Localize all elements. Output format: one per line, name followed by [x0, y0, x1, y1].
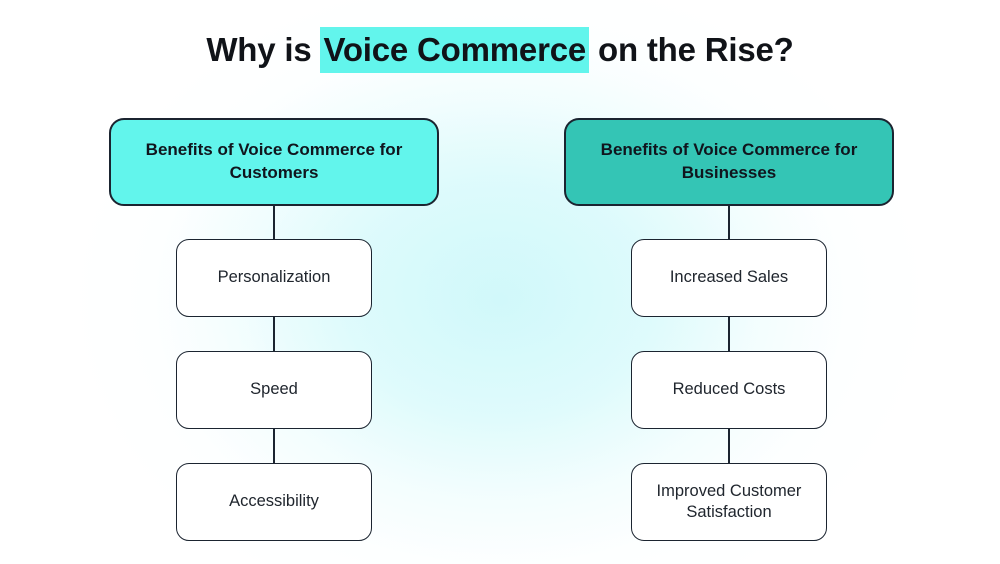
connector-customers-2 [273, 317, 275, 351]
node-speed-label: Speed [250, 380, 298, 399]
node-increased-sales[interactable]: Increased Sales [631, 239, 827, 317]
connector-customers-1 [273, 206, 275, 239]
header-node-businesses[interactable]: Benefits of Voice Commerce for Businesse… [564, 118, 894, 206]
connector-businesses-2 [728, 317, 730, 351]
node-accessibility[interactable]: Accessibility [176, 463, 372, 541]
page-title: Why is Voice Commerce on the Rise? [0, 27, 1000, 73]
branch-customers: Benefits of Voice Commerce for Customers… [109, 118, 439, 541]
connector-businesses-1 [728, 206, 730, 239]
title-text-after: on the Rise? [589, 31, 794, 68]
node-improved-customer-satisfaction-label: Improved Customer Satisfaction [656, 481, 802, 521]
node-accessibility-label: Accessibility [229, 492, 319, 511]
node-reduced-costs-label: Reduced Costs [672, 380, 786, 399]
connector-businesses-3 [728, 429, 730, 463]
node-speed[interactable]: Speed [176, 351, 372, 429]
title-highlight: Voice Commerce [320, 27, 590, 73]
node-increased-sales-label: Increased Sales [669, 268, 789, 287]
header-node-customers[interactable]: Benefits of Voice Commerce for Customers [109, 118, 439, 206]
node-reduced-costs[interactable]: Reduced Costs [631, 351, 827, 429]
node-improved-customer-satisfaction[interactable]: Improved Customer Satisfaction [631, 463, 827, 541]
title-text-before: Why is [206, 31, 321, 68]
header-node-businesses-label: Benefits of Voice Commerce for Businesse… [600, 140, 858, 182]
node-personalization-label: Personalization [217, 268, 331, 287]
header-node-customers-label: Benefits of Voice Commerce for Customers [145, 140, 403, 182]
branch-businesses: Benefits of Voice Commerce for Businesse… [564, 118, 894, 541]
connector-customers-3 [273, 429, 275, 463]
node-personalization[interactable]: Personalization [176, 239, 372, 317]
